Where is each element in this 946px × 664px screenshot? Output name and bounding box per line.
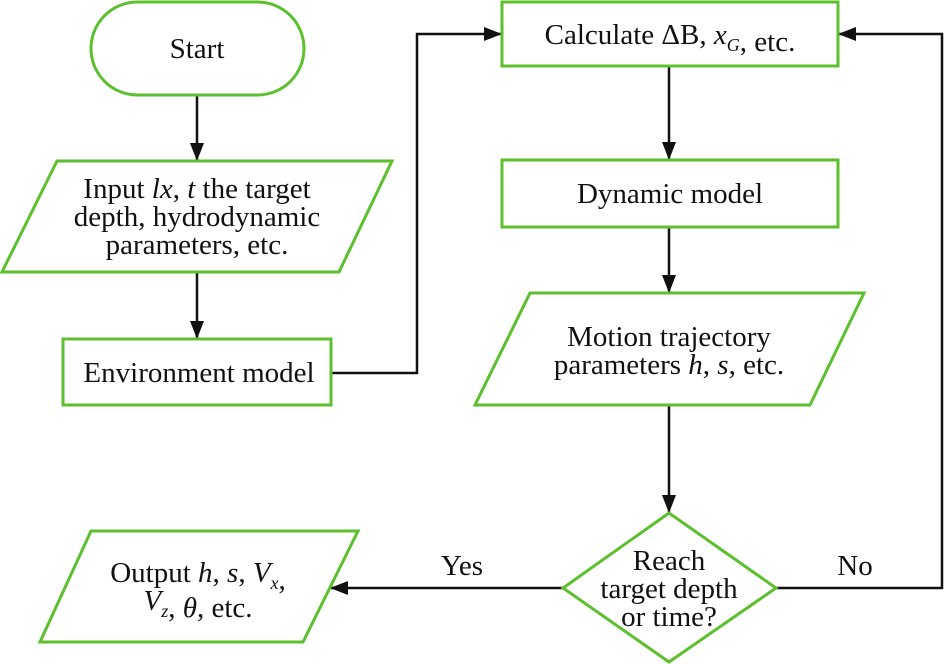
motion-label-line: parameters h, s, etc. <box>554 349 784 381</box>
environment-label: Environment model <box>83 357 314 389</box>
output-label-segment: , <box>168 592 183 624</box>
output-label-segment: Output <box>110 557 198 589</box>
output-label-segment: z <box>160 601 168 621</box>
input-label-line: depth, hydrodynamic <box>74 201 320 233</box>
output-parallelogram-shape <box>37 529 361 644</box>
dynamic-label: Dynamic model <box>577 178 763 210</box>
decision-label-line: Reach <box>633 545 706 577</box>
calculate-label: Calculate ΔB, xG, etc. <box>545 19 796 58</box>
output-label-segment: x <box>270 573 279 593</box>
output-label-segment: , <box>279 564 286 596</box>
decision-label-segment: Reach <box>633 545 706 577</box>
environment-label-segment: Environment model <box>83 357 314 389</box>
calculate-label-segment: x <box>713 19 727 51</box>
motion-label-segment: s <box>717 349 728 381</box>
node-start: Start <box>89 0 306 97</box>
node-calculate: Calculate ΔB, xG, etc. <box>500 0 840 68</box>
node-environment: Environment model <box>61 337 333 407</box>
motion-label-segment: , <box>703 349 718 381</box>
input-label-line: Input lx, t the target <box>83 173 310 205</box>
edge-decision-to-calculate-no <box>776 27 944 590</box>
output-label-segment: θ <box>183 592 197 624</box>
environment-process-shape <box>61 337 333 407</box>
edge-environment-to-calculate <box>331 27 502 375</box>
input-label-segment: , <box>173 173 188 205</box>
output-label-segment: , etc. <box>197 592 253 624</box>
start-terminal-shape <box>89 0 306 97</box>
input-label-segment: t <box>187 173 196 205</box>
decision-diamond-shape <box>560 511 779 664</box>
output-label-segment: h <box>198 557 213 589</box>
motion-label-segment: parameters <box>554 349 688 381</box>
output-label-segment: , <box>238 557 253 589</box>
start-label-line: Start <box>170 33 225 65</box>
input-parallelogram-shape <box>0 159 395 274</box>
decision-label-segment: or time? <box>621 601 717 633</box>
motion-parallelogram-shape <box>472 291 867 407</box>
output-label-segment: V <box>143 585 164 617</box>
decision-label-line: target depth <box>600 573 738 605</box>
dynamic-process-shape <box>500 158 840 229</box>
output-label-line: Output h, s, Vx, <box>110 557 286 596</box>
dynamic-label-segment: Dynamic model <box>577 178 763 210</box>
dynamic-label-line: Dynamic model <box>577 178 763 210</box>
input-label-line: parameters, etc. <box>106 229 289 261</box>
output-label-line: Vz, θ, etc. <box>143 585 252 624</box>
input-label-segment: lx <box>152 173 173 205</box>
input-label-segment: the target <box>195 173 310 205</box>
edge-label-no: No <box>837 550 872 582</box>
start-label: Start <box>170 33 225 65</box>
node-dynamic: Dynamic model <box>500 158 840 229</box>
motion-label-segment: Motion trajectory <box>567 321 771 353</box>
input-label-segment: Input <box>83 173 151 205</box>
start-label-segment: Start <box>170 33 225 65</box>
output-label-segment: V <box>253 557 274 589</box>
output-label: Output h, s, Vx,Vz, θ, etc. <box>110 557 286 624</box>
calculate-label-segment: Calculate ΔB, <box>545 19 714 51</box>
connectors <box>190 27 944 595</box>
calculate-label-segment: G <box>727 35 740 55</box>
calculate-label-line: Calculate ΔB, xG, etc. <box>545 19 796 58</box>
motion-label-segment: h <box>688 349 703 381</box>
motion-label-line: Motion trajectory <box>567 321 771 353</box>
environment-label-line: Environment model <box>83 357 314 389</box>
edge-label-yes: Yes <box>441 550 483 582</box>
calculate-process-shape <box>500 0 840 68</box>
motion-label-segment: , etc. <box>729 349 785 381</box>
node-output: Output h, s, Vx,Vz, θ, etc. <box>37 529 361 644</box>
calculate-label-segment: , etc. <box>740 26 796 58</box>
output-label-segment: , <box>213 557 228 589</box>
input-label-segment: depth, hydrodynamic <box>74 201 320 233</box>
output-label-segment: s <box>227 557 238 589</box>
decision-label-segment: target depth <box>600 573 738 605</box>
input-label-segment: parameters, etc. <box>106 229 289 261</box>
decision-label-line: or time? <box>621 601 717 633</box>
